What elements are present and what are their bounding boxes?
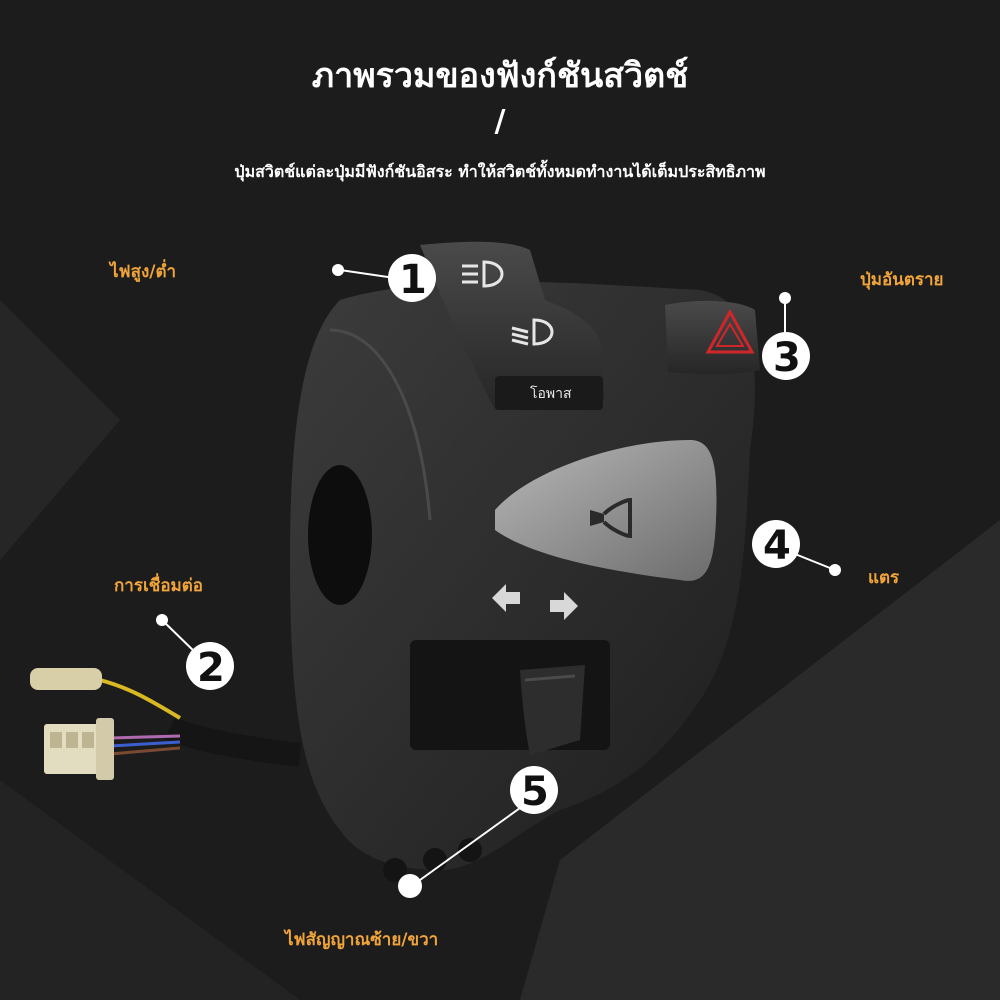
callout-3: 3	[762, 292, 810, 381]
label-turn-signal: ไฟสัญญาณซ้าย/ขวา	[285, 930, 439, 950]
label-connection: การเชื่อมต่อ	[114, 576, 203, 596]
high-low-beam-rocker	[420, 241, 605, 410]
mounting-screws	[383, 838, 482, 882]
passing-button-label: โอพาส	[530, 385, 572, 402]
wiring-harness	[30, 668, 302, 780]
label-horn: แตร	[868, 568, 900, 588]
callout-2: 2	[156, 614, 234, 691]
callout-5: 5	[398, 766, 558, 898]
page-subtitle: ปุ่มสวิตช์แต่ละปุ่มมีฟังก์ชันอิสระ ทำให้…	[234, 162, 766, 181]
page-title: ภาพรวมของฟังก์ชันสวิตช์	[311, 56, 689, 96]
callout-4: 4	[752, 520, 841, 576]
callout-1: 1	[332, 254, 436, 303]
label-high-low-beam: ไฟสูง/ต่ำ	[110, 262, 177, 282]
passing-button	[495, 376, 603, 410]
headlight-high-icon	[462, 260, 504, 288]
switch-housing	[290, 281, 755, 870]
callout-number-2: 2	[197, 645, 225, 691]
headlight-low-icon	[511, 318, 554, 346]
callout-number-4: 4	[763, 523, 791, 569]
hazard-button	[665, 300, 760, 375]
callout-number-3: 3	[773, 335, 801, 381]
turn-right-arrow-icon	[550, 592, 578, 620]
hazard-triangle-icon	[705, 308, 755, 354]
callout-number-5: 5	[521, 769, 549, 815]
horn-icon	[590, 497, 632, 539]
title-separator: /	[494, 104, 506, 139]
callout-number-1: 1	[399, 257, 427, 303]
handlebar-hole	[308, 465, 372, 605]
turn-signal-toggle	[520, 665, 585, 755]
label-hazard: ปุ่มอันตราย	[860, 270, 944, 290]
turn-left-arrow-icon	[492, 584, 520, 612]
